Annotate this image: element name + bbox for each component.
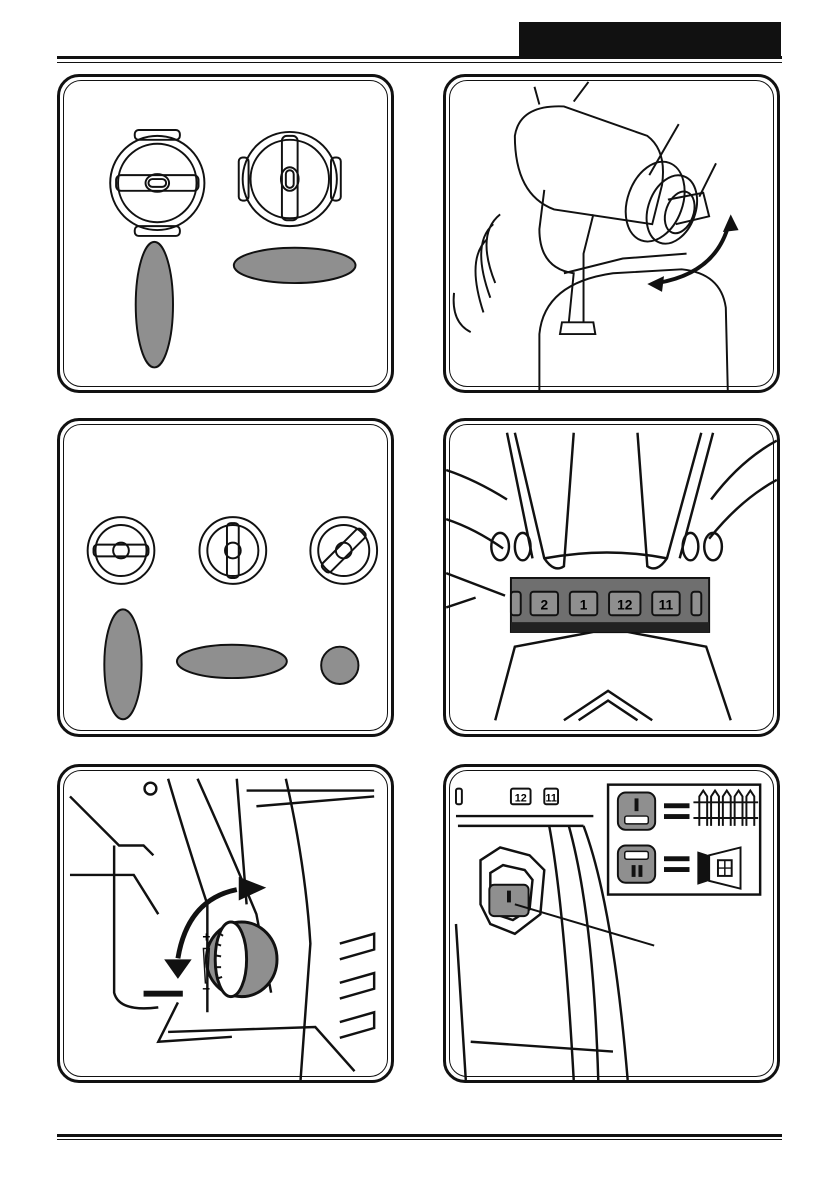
horizontal-pattern-shape [177, 645, 287, 678]
reference-mark [144, 991, 183, 997]
header-rule-thin [57, 62, 782, 63]
header-rule [57, 56, 782, 59]
figure-panel-power-switch: 12 11 [443, 764, 780, 1083]
ring-label-11: 11 [659, 597, 674, 612]
vertical-pattern-shape [136, 242, 173, 368]
figure-panel-regulator-ring: 2 1 12 11 [443, 418, 780, 737]
ring-label-2: 2 [540, 597, 548, 612]
horizontal-pattern-shape [234, 248, 356, 283]
three-patterns-illustration [60, 421, 391, 734]
ring-label-11: 11 [545, 792, 556, 804]
figure-panel-nozzle-patterns [57, 74, 394, 393]
footer-rule [57, 1134, 782, 1137]
footer-rule-thin [57, 1139, 782, 1140]
figure-panel-nozzle-rotation [443, 74, 780, 393]
figure-panel-three-patterns [57, 418, 394, 737]
flow-knob-illustration: + – [60, 767, 391, 1080]
nozzle-patterns-illustration [60, 77, 391, 390]
power-switch-illustration: 12 11 [446, 767, 777, 1080]
ring-label-12: 12 [515, 792, 527, 804]
spray-gun-nozzle-illustration [446, 77, 777, 390]
ring-label-12: 12 [617, 597, 633, 612]
ring-label-1: 1 [580, 597, 588, 612]
plus-symbol: + [202, 930, 210, 945]
regulator-ring-illustration: 2 1 12 11 [446, 421, 777, 734]
round-pattern-shape [321, 647, 358, 684]
header-tab [519, 22, 781, 56]
figure-panel-flow-knob: + – [57, 764, 394, 1083]
vertical-pattern-shape [104, 609, 141, 719]
